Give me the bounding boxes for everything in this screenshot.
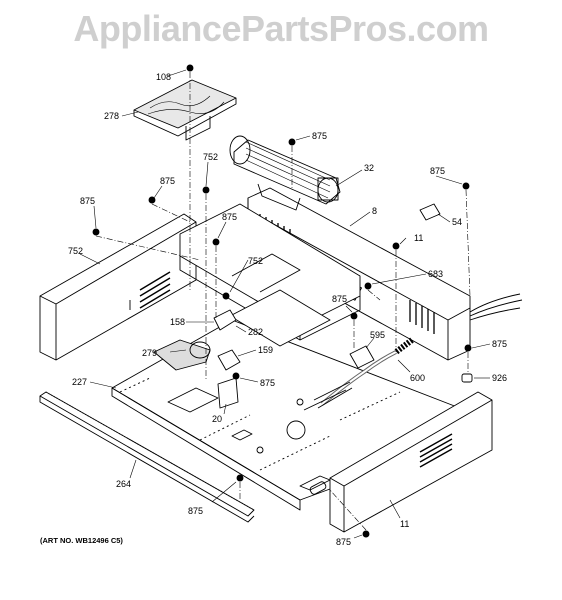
label-875-e: 11 xyxy=(414,233,423,243)
wire-harness-600 xyxy=(303,337,414,411)
center-bracket-282 xyxy=(179,203,361,347)
part-labels: 108 278 875 752 32 875 875 8 54 875 11 7… xyxy=(68,72,507,547)
art-number: (ART NO. WB12496 C5) xyxy=(40,536,123,545)
label-875-g: 875 xyxy=(492,339,507,349)
label-11-a: 752 xyxy=(68,246,83,256)
label-595: 595 xyxy=(370,330,385,340)
label-926: 926 xyxy=(492,373,507,383)
label-159: 159 xyxy=(258,345,273,355)
label-875-j: 875 xyxy=(336,537,351,547)
label-875-h: 875 xyxy=(260,378,275,388)
clip-595 xyxy=(349,345,375,369)
bracket-159 xyxy=(217,349,241,371)
label-282: 282 xyxy=(248,327,263,337)
label-264: 264 xyxy=(116,479,131,489)
label-875-i: 875 xyxy=(188,506,203,516)
front-trim-264 xyxy=(39,391,255,523)
label-158: 158 xyxy=(170,317,185,327)
label-11-b: 11 xyxy=(400,519,409,529)
label-108: 108 xyxy=(156,72,171,82)
leader-lines xyxy=(79,69,491,539)
label-8: 8 xyxy=(372,206,377,216)
screws xyxy=(92,64,472,538)
label-20: 20 xyxy=(212,414,222,424)
label-600: 600 xyxy=(410,373,425,383)
filter-278 xyxy=(133,79,237,141)
left-side-panel-upper xyxy=(39,213,197,361)
label-752-a: 752 xyxy=(203,152,218,162)
label-227: 227 xyxy=(72,377,87,387)
bracket-20 xyxy=(217,377,239,409)
label-279: 279 xyxy=(142,348,157,358)
watermark: AppliancePartsPros.com xyxy=(73,8,489,49)
guide-lines xyxy=(95,72,471,531)
connector-54 xyxy=(419,203,441,221)
label-752-c: 752 xyxy=(248,256,263,266)
label-875-f: 875 xyxy=(332,294,347,304)
clip-926 xyxy=(461,373,473,383)
label-875-d: 875 xyxy=(80,196,95,206)
bracket-158 xyxy=(213,309,237,331)
label-875-a: 875 xyxy=(312,131,327,141)
rear-wires xyxy=(469,293,523,321)
label-683: 683 xyxy=(428,269,443,279)
label-875-b: 875 xyxy=(160,176,175,186)
right-side-panel-lower xyxy=(309,391,493,533)
label-875-c: 875 xyxy=(430,166,445,176)
label-54: 54 xyxy=(452,217,462,227)
label-32: 32 xyxy=(364,163,374,173)
label-752-b: 875 xyxy=(222,212,237,222)
igniter-279 xyxy=(153,339,211,371)
blower-32 xyxy=(229,135,341,211)
label-278: 278 xyxy=(104,111,119,121)
